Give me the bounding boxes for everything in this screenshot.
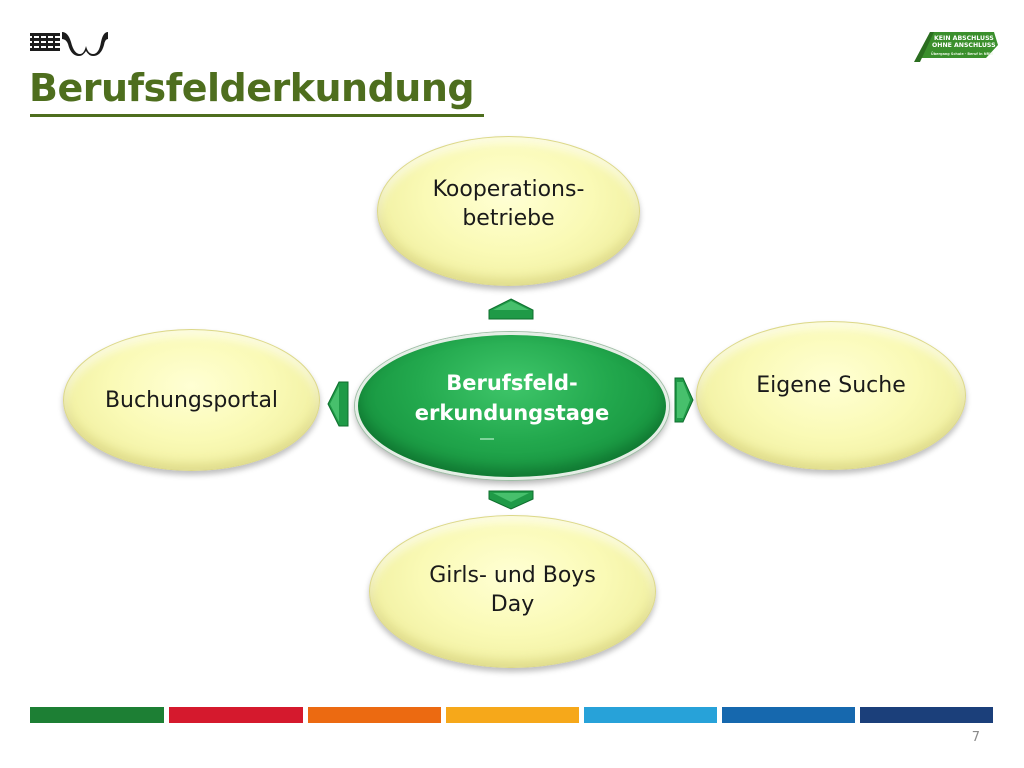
title-underline: [30, 114, 484, 117]
brand-logo-icon: [30, 32, 108, 56]
node-buchungsportal: Buchungsportal: [63, 329, 320, 471]
arrow-down-icon: [488, 490, 534, 510]
arrow-right-icon: [674, 377, 694, 423]
node-eigene-suche: Eigene Suche: [696, 321, 966, 470]
node-label-buchungsportal: Buchungsportal: [104, 387, 279, 413]
arrow-up-icon: [488, 298, 534, 320]
kein-abschluss-badge: KEIN ABSCHLUSS OHNE ANSCHLUSS Übergang S…: [914, 32, 998, 62]
footer-stripe-green: [30, 707, 164, 723]
node-label-eigene-suche: Eigene Suche: [756, 373, 906, 398]
node-kooperationsbetriebe: Kooperations- betriebe: [377, 136, 640, 286]
badge-subtitle: Übergang Schule - Beruf in NRW: [931, 51, 993, 56]
footer-stripe-orange: [308, 707, 441, 723]
node-girls-boys-day: Girls- und Boys Day: [369, 515, 656, 668]
footer-stripe-yellow: [446, 707, 579, 723]
page-number: 7: [971, 730, 980, 745]
arrow-left-icon: [327, 381, 349, 427]
badge-line-1: KEIN ABSCHLUSS: [934, 35, 994, 42]
center-node-mark: [480, 438, 494, 440]
node-label-girls-boys-day: Girls- und Boys Day: [429, 562, 596, 617]
center-node-berufsfelderkundungstage: Berufsfeld- erkundungstage: [355, 332, 669, 480]
footer-stripe-red: [169, 707, 303, 723]
node-label-kooperationsbetriebe: Kooperations- betriebe: [432, 177, 585, 231]
footer-stripe-light-blue: [584, 707, 717, 723]
footer-stripe-dark-blue: [860, 707, 993, 723]
center-node-label: Berufsfeld- erkundungstage: [414, 371, 610, 425]
page-title: Berufsfelderkundung: [29, 66, 475, 110]
footer-stripe-blue: [722, 707, 855, 723]
badge-line-2: OHNE ANSCHLUSS: [932, 42, 996, 49]
